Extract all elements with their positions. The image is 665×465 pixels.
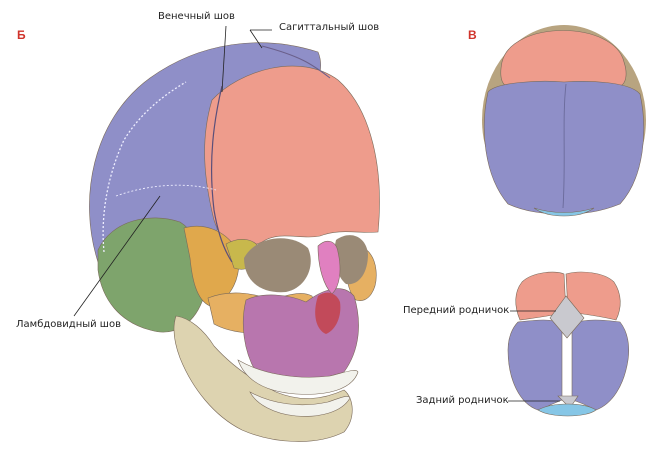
maxilla xyxy=(242,288,359,380)
nasal-bone xyxy=(317,240,341,295)
panel-letter-top: В xyxy=(468,28,477,42)
label-posterior-fontanelle: Задний родничок xyxy=(416,395,509,406)
panel-letter-side: Б xyxy=(17,28,26,42)
leader-sagittal xyxy=(249,29,263,49)
lower-teeth xyxy=(249,391,351,417)
top-frontal xyxy=(500,30,627,87)
infant-frontal-right xyxy=(565,271,621,321)
label-coronal-suture: Венечный шов xyxy=(158,11,235,22)
infant-parietal-left xyxy=(507,319,563,411)
adult-skull xyxy=(73,25,380,442)
coronal-suture xyxy=(210,85,233,263)
top-occipital xyxy=(533,207,595,217)
infant-parietal-right xyxy=(571,319,630,411)
label-sagittal-suture: Сагиттальный шов xyxy=(279,22,380,33)
upper-teeth xyxy=(237,359,359,395)
label-lambdoid-suture: Ламбдовидный шов xyxy=(16,319,121,330)
frontal-bone xyxy=(204,65,380,247)
nasal-cavity xyxy=(315,292,341,334)
infant-frontal-left xyxy=(515,271,567,321)
top-sagittal-suture xyxy=(562,83,567,209)
temporal-bone xyxy=(183,226,240,307)
posterior-fontanelle-shape xyxy=(557,395,579,409)
sagittal-suture xyxy=(261,45,331,79)
leader-lambdoid xyxy=(73,195,161,317)
infant-skull xyxy=(507,271,630,417)
leader-coronal xyxy=(221,25,227,93)
squamous-line xyxy=(115,184,217,197)
right-orbit xyxy=(334,235,368,285)
left-orbit xyxy=(244,238,311,293)
label-anterior-fontanelle: Передний родничок xyxy=(403,305,510,316)
adult-skull-top-view xyxy=(482,25,646,217)
infant-occipital xyxy=(537,403,597,417)
